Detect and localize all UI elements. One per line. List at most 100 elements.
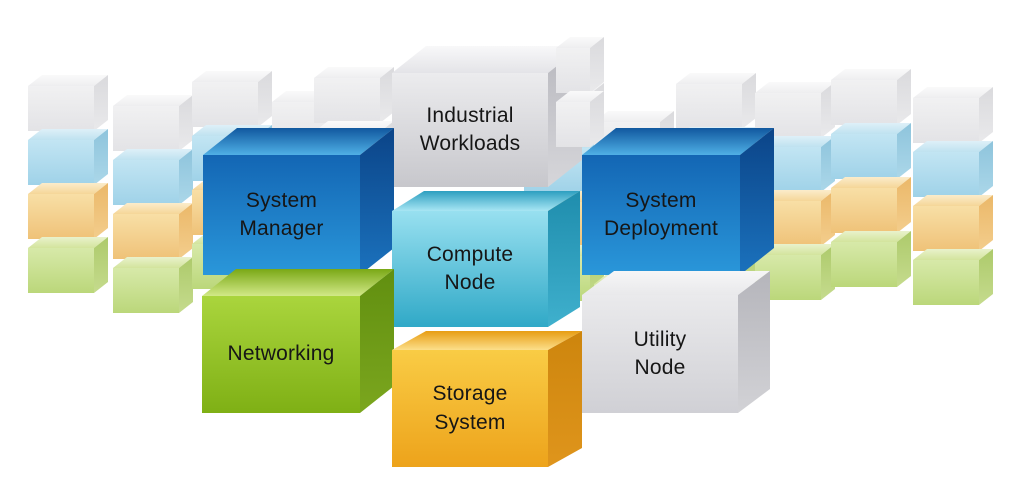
background-cube-stack bbox=[831, 69, 911, 287]
background-cube-top-face bbox=[28, 129, 108, 140]
background-cube-stack bbox=[913, 87, 993, 305]
background-cube-side-face bbox=[742, 73, 756, 129]
background-cube-stack bbox=[28, 75, 108, 293]
background-cube-front-face bbox=[113, 214, 179, 259]
background-cube-side-face bbox=[179, 95, 193, 151]
background-cube-front-face bbox=[831, 242, 897, 287]
background-cube-top-face bbox=[556, 91, 604, 102]
background-cube bbox=[113, 257, 193, 313]
background-cube bbox=[314, 67, 394, 123]
background-cube-side-face bbox=[94, 75, 108, 131]
background-cube-side-face bbox=[258, 71, 272, 127]
background-cube-top-face bbox=[831, 123, 911, 134]
system-deployment-box-front-face bbox=[582, 155, 740, 275]
background-cube-side-face bbox=[897, 177, 911, 233]
background-cube-top-face bbox=[755, 190, 835, 201]
background-cube-top-face bbox=[755, 136, 835, 147]
background-cube-front-face bbox=[28, 248, 94, 293]
background-cube-side-face bbox=[590, 37, 604, 93]
background-cube bbox=[831, 231, 911, 287]
background-cube-top-face bbox=[831, 231, 911, 242]
background-cube-front-face bbox=[831, 80, 897, 125]
background-cube-side-face bbox=[979, 249, 993, 305]
background-cube-side-face bbox=[94, 237, 108, 293]
background-cube bbox=[831, 177, 911, 233]
background-cube bbox=[28, 237, 108, 293]
networking-box-top-face bbox=[202, 269, 394, 296]
background-cube-side-face bbox=[979, 141, 993, 197]
background-cube-side-face bbox=[897, 123, 911, 179]
background-cube-front-face bbox=[913, 206, 979, 251]
background-cube bbox=[28, 75, 108, 131]
background-cube-front-face bbox=[913, 98, 979, 143]
compute-node-box-side-face bbox=[548, 191, 580, 327]
background-cube-top-face bbox=[113, 95, 193, 106]
background-cube-top-face bbox=[913, 249, 993, 260]
background-cube bbox=[28, 129, 108, 185]
background-cube-side-face bbox=[179, 257, 193, 313]
background-cube-stack bbox=[113, 95, 193, 313]
system-deployment-box-top-face bbox=[582, 128, 774, 155]
background-cube-top-face bbox=[28, 75, 108, 86]
background-cube bbox=[831, 123, 911, 179]
background-cube bbox=[913, 249, 993, 305]
background-cube bbox=[113, 203, 193, 259]
compute-node-box bbox=[392, 191, 580, 327]
industrial-workloads-box-front-face bbox=[392, 73, 548, 187]
utility-node-box-side-face bbox=[738, 271, 770, 413]
background-cube-top-face bbox=[831, 69, 911, 80]
background-cube bbox=[556, 37, 604, 93]
background-cube-top-face bbox=[192, 71, 272, 82]
background-cube bbox=[113, 149, 193, 205]
background-cube-front-face bbox=[28, 140, 94, 185]
background-cube bbox=[755, 82, 835, 138]
background-cube bbox=[913, 87, 993, 143]
networking-box-front-face bbox=[202, 296, 360, 413]
background-cube-top-face bbox=[556, 37, 604, 48]
background-cube-front-face bbox=[556, 48, 590, 93]
background-cube-front-face bbox=[192, 82, 258, 127]
background-cube-front-face bbox=[113, 160, 179, 205]
system-deployment-box-side-face bbox=[740, 128, 774, 275]
compute-node-box-front-face bbox=[392, 211, 548, 327]
background-cube-top-face bbox=[913, 195, 993, 206]
background-cube-side-face bbox=[979, 195, 993, 251]
system-manager-box-top-face bbox=[203, 128, 394, 155]
background-cube-top-face bbox=[913, 87, 993, 98]
background-cube-side-face bbox=[94, 183, 108, 239]
system-manager-box-front-face bbox=[203, 155, 360, 275]
background-cube-side-face bbox=[380, 67, 394, 123]
system-deployment-box bbox=[582, 128, 774, 275]
background-cube-top-face bbox=[831, 177, 911, 188]
background-cube-front-face bbox=[113, 106, 179, 151]
background-cube bbox=[192, 71, 272, 127]
background-cube bbox=[556, 91, 604, 147]
background-cube-top-face bbox=[594, 111, 674, 122]
background-cube bbox=[913, 195, 993, 251]
background-cube-front-face bbox=[913, 260, 979, 305]
background-cube-stack bbox=[556, 37, 604, 147]
utility-node-box bbox=[582, 271, 770, 413]
background-cube-side-face bbox=[897, 69, 911, 125]
background-cube bbox=[113, 95, 193, 151]
background-cube-top-face bbox=[676, 73, 756, 84]
background-cube-top-face bbox=[28, 183, 108, 194]
compute-node-box-top-face bbox=[392, 191, 580, 211]
background-cube-front-face bbox=[676, 84, 742, 129]
background-cube-side-face bbox=[179, 203, 193, 259]
background-cube-front-face bbox=[556, 102, 590, 147]
background-cube-front-face bbox=[28, 86, 94, 131]
storage-system-box-front-face bbox=[392, 350, 548, 467]
background-cube bbox=[831, 69, 911, 125]
industrial-workloads-box bbox=[392, 46, 582, 187]
industrial-workloads-box-top-face bbox=[392, 46, 582, 73]
background-cube bbox=[676, 73, 756, 129]
system-manager-box bbox=[203, 128, 394, 275]
background-cube-front-face bbox=[831, 188, 897, 233]
utility-node-box-front-face bbox=[582, 295, 738, 413]
background-cube-top-face bbox=[314, 67, 394, 78]
background-cube-top-face bbox=[28, 237, 108, 248]
background-cube-side-face bbox=[979, 87, 993, 143]
